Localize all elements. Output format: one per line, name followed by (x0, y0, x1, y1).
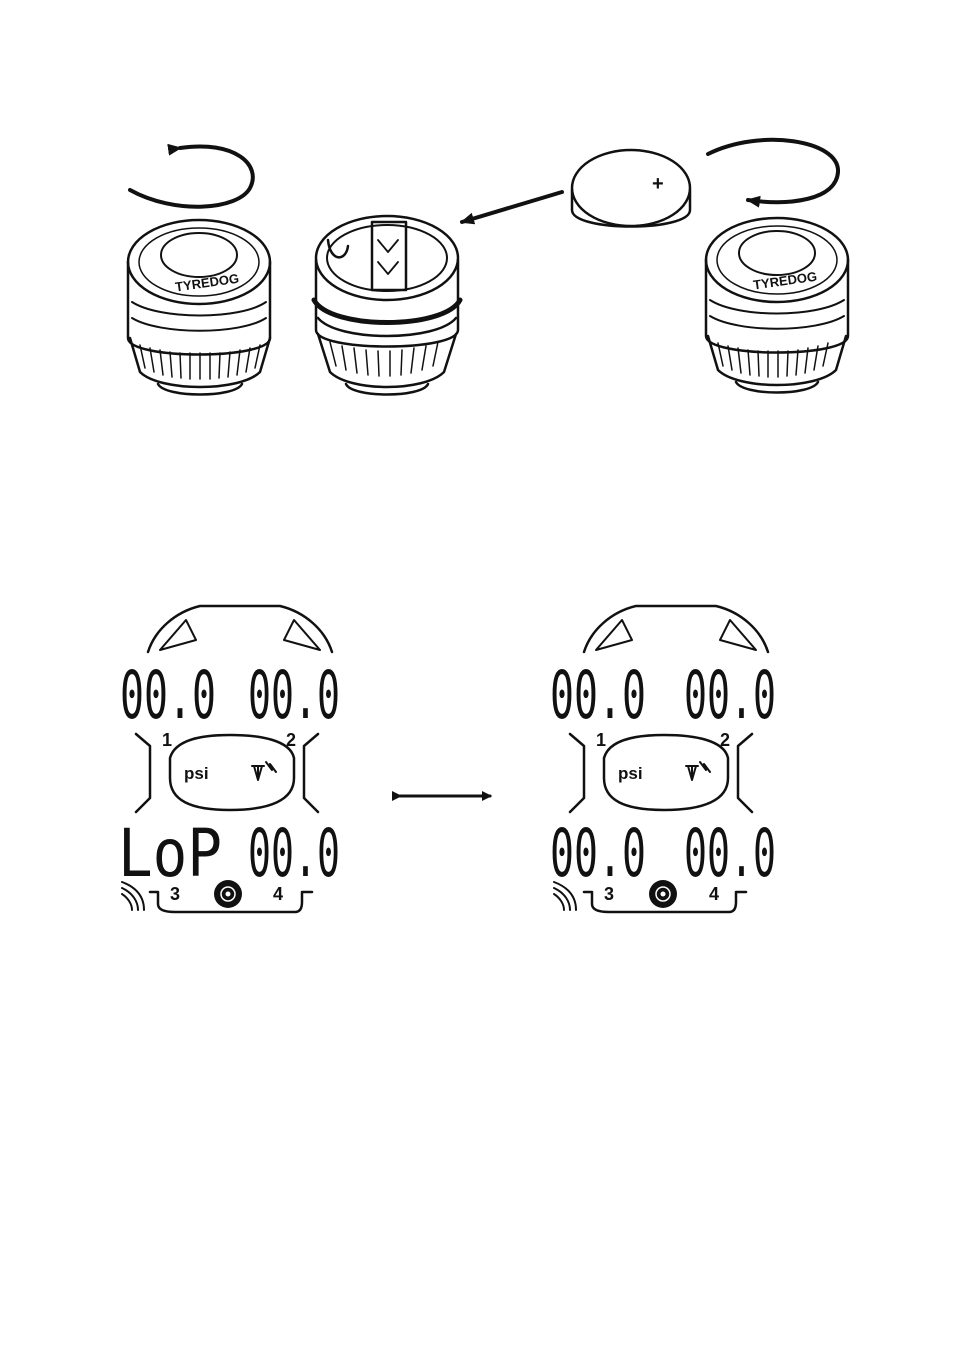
sensor-cap-closed-right: TYREDOG (704, 216, 850, 394)
tire-label-4: 4 (273, 884, 283, 904)
insert-arrow-icon (460, 190, 564, 225)
signal-waves-icon (553, 881, 577, 911)
antenna-icon (251, 761, 277, 781)
reading-tire-2: 00.0 (248, 657, 340, 734)
tire-label-3: 3 (170, 884, 180, 904)
tire-label-1: 1 (162, 730, 172, 750)
lcd-display-left: 00.0 00.0 1 2 psi LoP 00.0 3 4 (118, 604, 340, 914)
reading-tire-4: 00.0 (684, 815, 776, 892)
tire-icon (214, 880, 242, 908)
counterclockwise-arrow-icon (128, 143, 255, 209)
reading-tire-3: 00.0 (550, 815, 646, 892)
signal-waves-icon (121, 881, 145, 911)
polarity-plus-mark: + (652, 173, 664, 195)
battery-coin-cell: + (570, 148, 692, 228)
clockwise-arrow-icon (706, 137, 841, 208)
reading-tire-2: 00.0 (684, 657, 776, 734)
tire-label-2: 2 (720, 730, 730, 750)
sensor-cap-closed-left: TYREDOG (126, 218, 272, 396)
reading-tire-4: 00.0 (248, 815, 340, 892)
sensor-body-open (311, 214, 463, 396)
tire-label-4: 4 (709, 884, 719, 904)
tire-label-3: 3 (604, 884, 614, 904)
reading-tire-3: LoP (118, 815, 222, 892)
tire-label-1: 1 (596, 730, 606, 750)
reading-tire-1: 00.0 (120, 657, 216, 734)
antenna-icon (685, 761, 711, 781)
lcd-display-right: 00.0 00.0 1 2 psi 00.0 00.0 3 4 (550, 604, 776, 914)
tire-icon (649, 880, 677, 908)
reading-tire-1: 00.0 (550, 657, 646, 734)
unit-label: psi (184, 764, 209, 783)
tire-label-2: 2 (286, 730, 296, 750)
unit-label: psi (618, 764, 643, 783)
